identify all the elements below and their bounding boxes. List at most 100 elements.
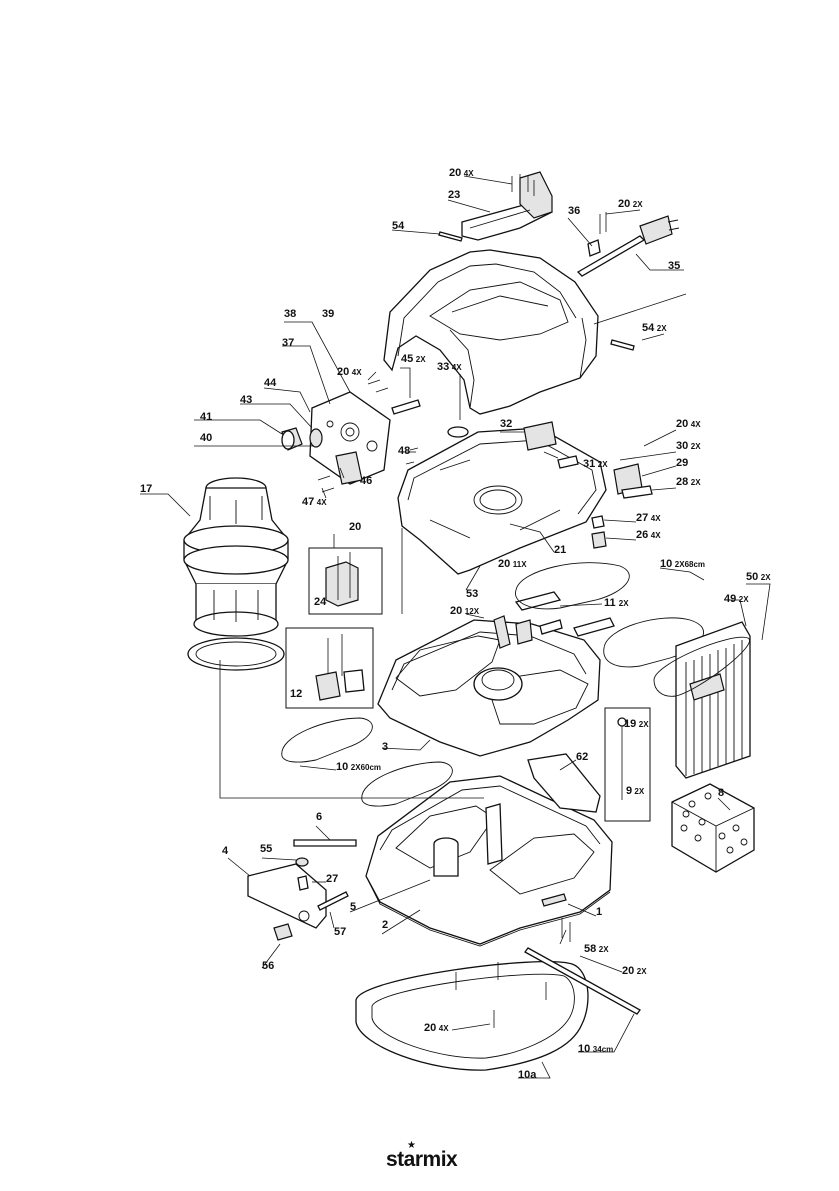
callout-number: 57 — [334, 926, 346, 938]
callout-quantity: 4X — [317, 498, 327, 507]
callout-c28: 282X — [676, 476, 701, 488]
callout-number: 44 — [264, 377, 277, 389]
callout-number: 32 — [500, 418, 512, 430]
callout-number: 40 — [200, 432, 212, 444]
callout-number: 30 — [676, 440, 688, 452]
callout-number: 17 — [140, 483, 152, 495]
callout-quantity: 4X — [651, 514, 661, 523]
callout-number: 47 — [302, 496, 314, 508]
callout-number: 20 — [676, 418, 688, 430]
callout-c44: 44 — [264, 377, 277, 389]
callout-number: 39 — [322, 308, 334, 320]
callout-c12: 12 — [290, 688, 302, 700]
foam-block-part-8 — [672, 784, 754, 872]
callout-c6: 6 — [316, 811, 322, 823]
callout-number: 20 — [618, 198, 630, 210]
latch-part-27 — [298, 876, 308, 890]
callout-c20-4x-b: 204X — [337, 366, 362, 378]
washer-part-33 — [448, 427, 468, 437]
callout-number: 53 — [466, 588, 478, 600]
callout-number: 19 — [624, 718, 636, 730]
callout-number: 23 — [448, 189, 460, 201]
callout-c17: 17 — [140, 483, 152, 495]
callout-quantity: 4X — [651, 531, 661, 540]
callout-number: 43 — [240, 394, 252, 406]
callout-c1: 1 — [596, 906, 602, 918]
callout-number: 55 — [260, 843, 272, 855]
callout-c32: 32 — [500, 418, 512, 430]
callout-number: 2 — [382, 919, 388, 931]
callout-quantity: 12X — [465, 607, 480, 616]
callout-quantity: 2X — [639, 720, 649, 729]
callout-number: 10a — [518, 1069, 537, 1081]
callout-number: 20 — [337, 366, 349, 378]
top-cover-part — [384, 250, 598, 414]
electronics-deck-part-21 — [398, 422, 606, 574]
callout-c37: 37 — [282, 337, 294, 349]
callout-number: 11 — [604, 597, 616, 609]
callout-c20-12x: 2012X — [450, 605, 480, 617]
brand-logo: starmix — [386, 1148, 457, 1172]
callout-c54: 54 — [392, 220, 405, 232]
callout-number: 54 — [642, 322, 655, 334]
callout-number: 33 — [437, 361, 449, 373]
callout-number: 20 — [622, 965, 634, 977]
pin-part-54-2x — [611, 340, 634, 350]
callout-c53: 53 — [466, 588, 478, 600]
callout-number: 20 — [424, 1022, 436, 1034]
callout-quantity: 2X — [657, 324, 667, 333]
callout-c2: 2 — [382, 919, 388, 931]
callout-number: 20 — [349, 521, 361, 533]
callout-number: 41 — [200, 411, 212, 423]
terminal-part-27 — [592, 516, 604, 528]
callout-number: 20 — [498, 558, 510, 570]
callout-c30: 302X — [676, 440, 701, 452]
spring-part-55 — [296, 858, 308, 866]
callout-number: 48 — [398, 445, 410, 457]
callout-c48: 48 — [398, 445, 410, 457]
callout-quantity: 11X — [513, 560, 527, 569]
callout-number: 28 — [676, 476, 688, 488]
callout-c54-2x: 542X — [642, 322, 667, 334]
callout-c46: 46 — [360, 475, 372, 487]
callout-quantity: 2X — [633, 200, 643, 209]
callout-c38: 38 — [284, 308, 296, 320]
callout-number: 12 — [290, 688, 302, 700]
callout-c27-4x: 274X — [636, 512, 661, 524]
callout-number: 1 — [596, 906, 602, 918]
callout-number: 24 — [314, 596, 327, 608]
callout-number: 26 — [636, 529, 648, 541]
callout-number: 21 — [554, 544, 566, 556]
callout-c21: 21 — [554, 544, 566, 556]
callout-quantity: 4X — [464, 169, 474, 178]
seal-frame-part-3 — [378, 616, 600, 756]
callout-number: 38 — [284, 308, 296, 320]
callout-number: 46 — [360, 475, 372, 487]
callout-c20-single: 20 — [349, 521, 361, 533]
callout-number: 58 — [584, 943, 596, 955]
bumper-ring-part-10a — [356, 962, 588, 1070]
callout-number: 27 — [636, 512, 648, 524]
callout-c20-2x-a: 202X — [618, 198, 643, 210]
callout-number: 36 — [568, 205, 580, 217]
callout-quantity: 2X — [599, 945, 609, 954]
callout-number: 56 — [262, 960, 274, 972]
callout-quantity: 2X — [691, 478, 701, 487]
switch-part-40 — [310, 429, 322, 447]
callout-c10-68: 102X68cm — [660, 558, 705, 570]
callout-quantity: 4X — [452, 363, 462, 372]
callout-number: 10 — [660, 558, 672, 570]
callout-c41: 41 — [200, 411, 212, 423]
callout-number: 37 — [282, 337, 294, 349]
callout-c50: 502X — [746, 571, 771, 583]
callout-c43: 43 — [240, 394, 252, 406]
callout-number: 5 — [350, 901, 356, 913]
strip-part-6 — [294, 840, 356, 846]
